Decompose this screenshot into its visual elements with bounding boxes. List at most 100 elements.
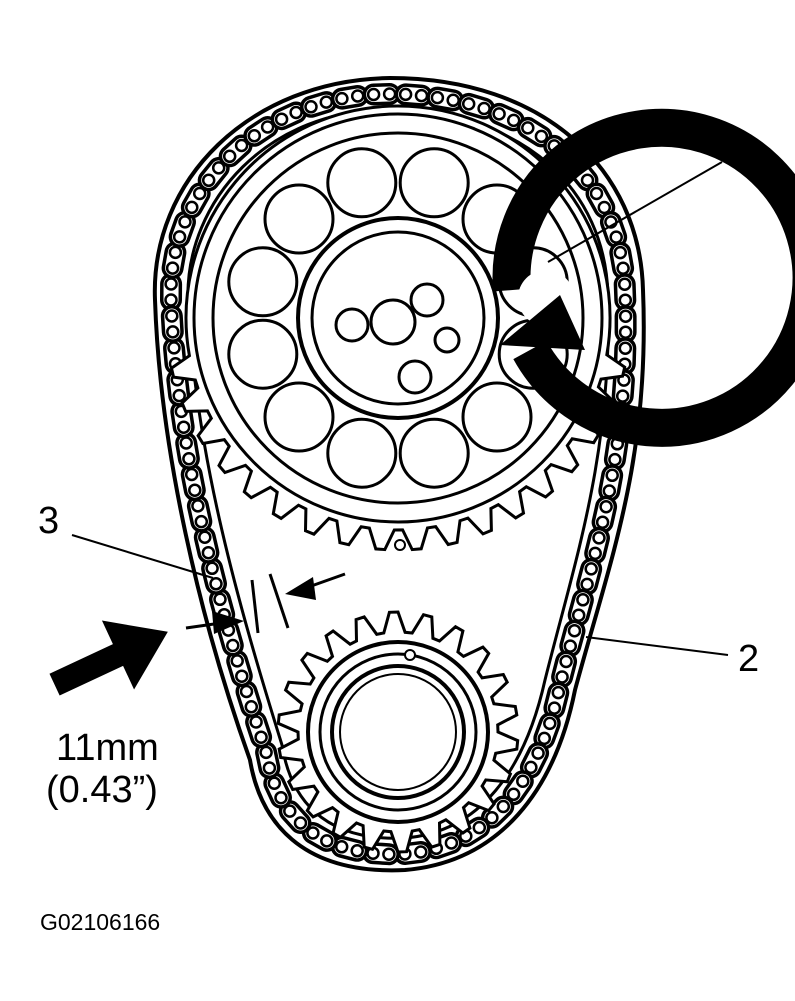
chain-pin xyxy=(168,245,183,260)
chain-pin xyxy=(182,452,196,466)
chain-pin xyxy=(213,592,227,607)
chain-pin xyxy=(230,654,244,668)
chain-pin xyxy=(602,484,617,498)
lightening-hole xyxy=(263,183,335,255)
chain-pin xyxy=(618,309,633,323)
chain-pin xyxy=(198,530,212,544)
chain-pin xyxy=(165,309,179,323)
chain-pin xyxy=(592,531,606,545)
chain-pin xyxy=(306,826,320,840)
chain-pin xyxy=(201,173,216,188)
chain-pin xyxy=(350,844,364,858)
timing-mark-dot xyxy=(404,649,416,661)
crank-sprocket xyxy=(276,610,520,854)
chain-pin xyxy=(283,804,297,818)
chain-pin xyxy=(192,186,207,201)
chain-pin xyxy=(191,499,205,513)
sprocket-bolt-hole xyxy=(334,307,370,343)
lightening-hole xyxy=(398,147,470,219)
chain-pin xyxy=(398,87,413,102)
chain-pin xyxy=(226,638,240,653)
chain-pin xyxy=(172,388,186,403)
chain-pin xyxy=(166,325,180,339)
chain-pin xyxy=(319,95,334,109)
chain-pin xyxy=(563,639,578,653)
chain-pin xyxy=(555,670,569,684)
chain-pin xyxy=(608,452,622,467)
chain-pin xyxy=(580,577,594,592)
chain-pin xyxy=(267,776,282,790)
chain-pin xyxy=(605,468,619,483)
sprocket-bolt-hole xyxy=(433,326,461,354)
chain-pin xyxy=(571,608,586,622)
chain-pin xyxy=(239,684,254,699)
chain-pin xyxy=(588,546,602,561)
callout-2: 2 xyxy=(738,638,760,680)
chain-pin xyxy=(289,105,303,120)
chain-pin xyxy=(320,834,334,848)
chain-pin xyxy=(235,669,249,683)
chain-pin xyxy=(551,685,566,700)
chain-pin xyxy=(599,499,613,514)
chain-pin xyxy=(589,186,604,201)
chain-pin xyxy=(613,245,628,260)
chain-pin xyxy=(259,745,273,760)
chain-pin xyxy=(209,577,223,591)
chain-pin xyxy=(524,760,538,775)
chain-pin xyxy=(293,816,308,830)
chain-pin xyxy=(597,200,612,215)
chain-pin xyxy=(176,420,191,434)
chain-pin xyxy=(164,293,178,307)
chain-pin xyxy=(506,113,521,128)
chain-pin xyxy=(260,120,275,134)
chain-pin xyxy=(595,515,610,530)
chain-pin xyxy=(584,562,598,576)
chain-pin xyxy=(178,215,192,229)
chain-pin xyxy=(496,799,511,814)
chain-pin xyxy=(172,230,187,244)
chain-pin xyxy=(262,761,277,775)
pointer-arrow-icon xyxy=(49,620,168,696)
chain-pin xyxy=(382,87,397,101)
leader-line-3 xyxy=(71,534,214,579)
chain-pin xyxy=(185,200,199,215)
chain-pin xyxy=(521,121,535,135)
chain-pin xyxy=(167,341,181,355)
chain-pin xyxy=(543,716,557,731)
chain-pin xyxy=(254,730,268,744)
leader-line-2 xyxy=(585,636,729,656)
lightening-hole xyxy=(227,246,299,318)
chain-pin xyxy=(194,514,209,529)
chain-pin xyxy=(506,787,521,802)
chain-pin xyxy=(617,277,632,291)
sprocket-bolt-hole xyxy=(397,359,433,395)
chain-pin xyxy=(414,88,429,103)
chain-pin xyxy=(414,845,428,859)
callout-1: 1 xyxy=(726,124,748,166)
chain-pin xyxy=(615,389,630,403)
chain-pin xyxy=(366,87,381,102)
chain-pin xyxy=(335,91,349,106)
chain-pin xyxy=(477,101,491,116)
lightening-hole xyxy=(263,381,335,453)
lightening-hole xyxy=(326,417,398,489)
timing-mark-dot xyxy=(394,539,406,551)
chain-pin xyxy=(461,97,476,111)
chain-pin xyxy=(534,129,549,144)
chain-pin xyxy=(567,623,582,638)
lightening-hole xyxy=(227,318,299,390)
chain-pin xyxy=(184,467,199,482)
chain-pin xyxy=(211,161,226,175)
chain-pin xyxy=(580,173,595,188)
callout-3: 3 xyxy=(38,500,60,542)
chain-pin xyxy=(609,230,623,244)
chain-outer-outline xyxy=(152,75,646,873)
chain-pin xyxy=(444,836,459,850)
chain-pin xyxy=(430,90,445,105)
chain-pin xyxy=(472,820,487,835)
chain-pin xyxy=(274,790,288,805)
chain-pin xyxy=(201,545,216,560)
lightening-hole xyxy=(326,147,398,219)
chain-pin xyxy=(516,774,530,788)
